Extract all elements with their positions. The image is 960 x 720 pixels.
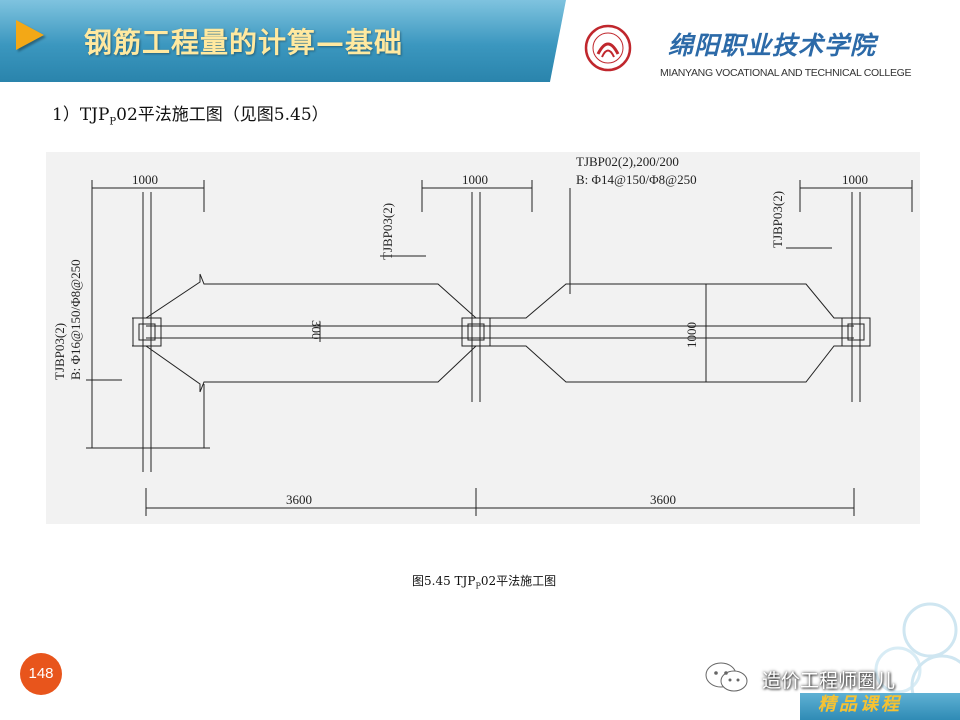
college-name-en: MIANYANG VOCATIONAL AND TECHNICAL COLLEG… (660, 67, 912, 79)
wechat-icon (705, 662, 748, 692)
footer-banner: 精品课程 (818, 694, 902, 715)
college-name-cn: 绵阳职业技术学院 (668, 31, 877, 60)
right-beam-label: TJBP03(2) (770, 191, 785, 248)
foundation-width-dim: 1000 (684, 322, 699, 348)
college-seal-icon (584, 24, 632, 72)
figure-caption: 图5.45 TJPP02平法施工图 (412, 574, 557, 591)
construction-drawing: 1000 1000 1000 TJBP02(2),200/200 B: Φ14@… (46, 152, 920, 524)
triangle-play-icon (16, 20, 44, 50)
width-dim-middle: 1000 (462, 172, 488, 187)
page-number-badge: 148 (20, 653, 62, 695)
middle-beam-label: TJBP03(2) (380, 203, 395, 260)
slide-title: 钢筋工程量的计算—基础 (84, 26, 404, 59)
beam-label-main: TJBP02(2),200/200 (576, 154, 679, 169)
left-beam-label: TJBP03(2) (52, 323, 67, 380)
beam-height-dim: 300 (309, 320, 324, 340)
span-dim-right: 3600 (650, 492, 676, 507)
left-beam-rebar: B: Φ16@150/Φ8@250 (68, 259, 83, 380)
watermark-text: 造价工程师圈儿 (762, 670, 896, 692)
width-dim-right: 1000 (842, 172, 868, 187)
width-dim-left: 1000 (132, 172, 158, 187)
beam-rebar-main: B: Φ14@150/Φ8@250 (576, 172, 697, 187)
section-subtitle: 1）TJPP02平法施工图（见图5.45） (52, 105, 329, 128)
span-dim-left: 3600 (286, 492, 312, 507)
footer-bar (800, 693, 960, 720)
